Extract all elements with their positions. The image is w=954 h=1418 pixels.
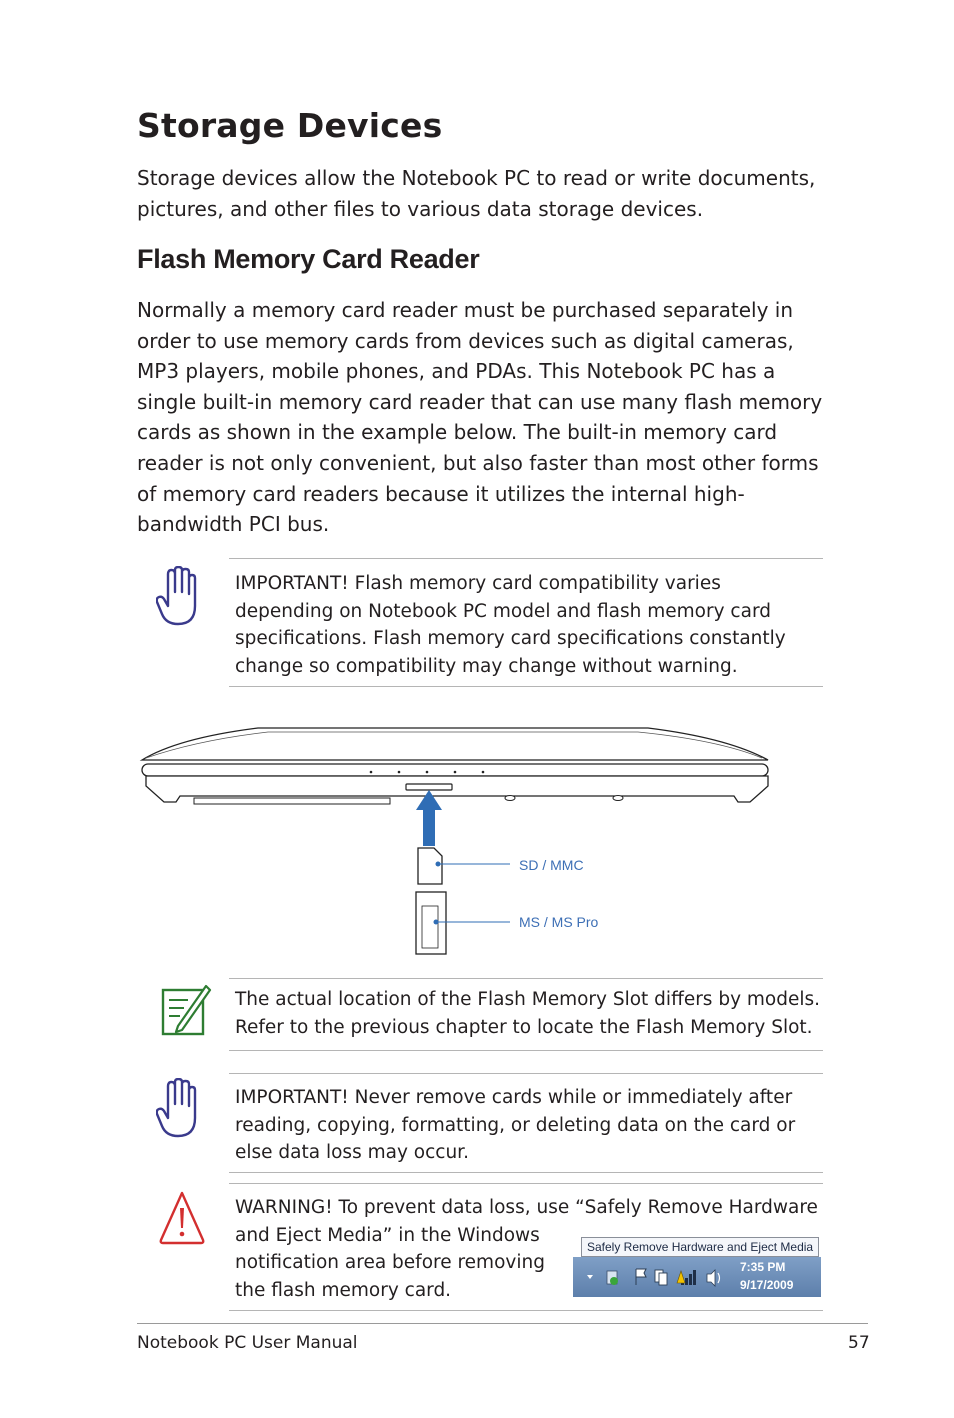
location-note: The actual location of the Flash Memory … bbox=[235, 989, 821, 1038]
divider bbox=[229, 1050, 823, 1051]
warning-line: notification area before removing bbox=[235, 1252, 545, 1274]
clock-time[interactable]: 7:35 PM bbox=[740, 1260, 786, 1274]
divider bbox=[229, 686, 823, 687]
safely-remove-tooltip: Safely Remove Hardware and Eject Media bbox=[581, 1237, 819, 1257]
divider bbox=[229, 1310, 823, 1311]
footer-manual-title: Notebook PC User Manual bbox=[137, 1333, 358, 1353]
divider bbox=[229, 1172, 823, 1173]
sd-mmc-label: SD / MMC bbox=[519, 857, 584, 873]
page-number: 57 bbox=[848, 1333, 870, 1353]
important-note: IMPORTANT! Flash memory card compatibili… bbox=[235, 573, 786, 678]
divider bbox=[229, 558, 823, 559]
warning-line: WARNING! To prevent data loss, use “Safe… bbox=[235, 1197, 818, 1218]
intro-paragraph: Storage devices allow the Notebook PC to… bbox=[137, 166, 816, 221]
divider bbox=[229, 978, 823, 979]
hand-icon bbox=[155, 565, 200, 628]
footer-rule bbox=[137, 1323, 868, 1324]
warning-text: WARNING! To prevent data loss, use “Safe… bbox=[235, 1194, 825, 1305]
divider bbox=[229, 1183, 823, 1184]
warning-line: and Eject Media” in the Windows bbox=[235, 1224, 540, 1246]
page-title: Storage Devices bbox=[137, 106, 443, 145]
section-title: Flash Memory Card Reader bbox=[137, 244, 480, 274]
divider bbox=[229, 1073, 823, 1074]
clock-date[interactable]: 9/17/2009 bbox=[740, 1278, 794, 1292]
important-note-2: IMPORTANT! Never remove cards while or i… bbox=[235, 1087, 796, 1164]
warning-line: the flash memory card. bbox=[235, 1280, 452, 1302]
note-pencil-icon bbox=[160, 982, 212, 1038]
warning-icon bbox=[158, 1190, 206, 1246]
hand-icon bbox=[155, 1077, 200, 1140]
ms-pro-label: MS / MS Pro bbox=[519, 914, 599, 930]
taskbar-tray: 7:35 PM 9/17/2009 bbox=[573, 1257, 821, 1297]
section-paragraph: Normally a memory card reader must be pu… bbox=[137, 298, 823, 537]
card-reader-diagram bbox=[138, 720, 778, 970]
